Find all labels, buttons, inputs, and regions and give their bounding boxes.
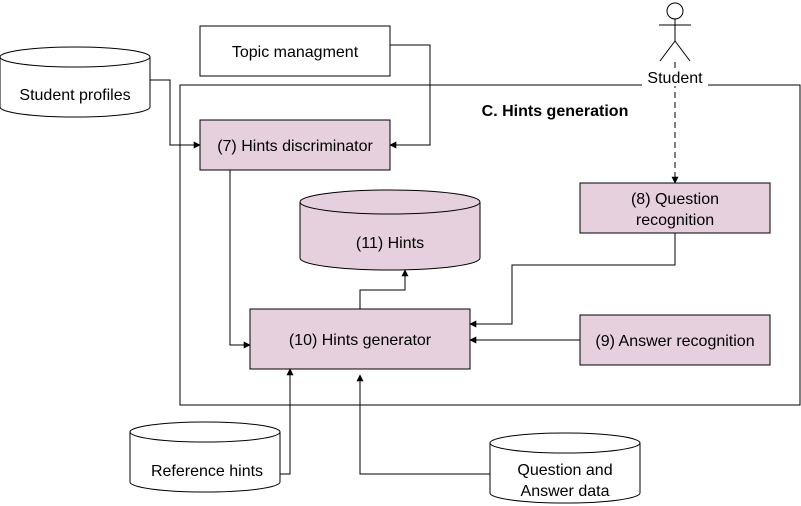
- hints-database: (11) Hints: [299, 189, 481, 271]
- student-actor-icon: [659, 2, 691, 62]
- qa-data-label-line1: Question and: [517, 462, 612, 479]
- edge-student-profiles-to-discriminator: [150, 79, 201, 149]
- answer-recognition-label: (9) Answer recognition: [595, 333, 754, 350]
- reference-hints-label: Reference hints: [151, 463, 263, 480]
- edge-discriminator-to-generator: [229, 170, 251, 349]
- reference-hints-database: Reference hints: [129, 421, 281, 493]
- hints-discriminator-label: (7) Hints discriminator: [217, 138, 373, 155]
- hints-database-label: (11) Hints: [356, 235, 424, 252]
- topic-managment-label: Topic managment: [232, 44, 359, 61]
- student-profiles-label: Student profiles: [19, 87, 130, 104]
- section-title: C. Hints generation: [482, 103, 629, 120]
- hints-generator-box: (10) Hints generator: [249, 308, 471, 370]
- edge-reference-hints-to-generator: [280, 368, 294, 475]
- edge-qa-data-to-generator: [356, 374, 490, 475]
- edge-generator-to-hints: [359, 269, 409, 309]
- edge-question-recognition-to-generator: [469, 233, 676, 328]
- section-container: [179, 84, 801, 406]
- qa-data-label-line2: Answer data: [521, 483, 610, 500]
- student-actor-label: Student: [647, 70, 703, 87]
- hints-discriminator-box: (7) Hints discriminator: [199, 119, 391, 171]
- hints-generator-label: (10) Hints generator: [289, 332, 432, 349]
- question-recognition-label-line2: recognition: [636, 212, 714, 229]
- question-recognition-label-line1: (8) Question: [631, 191, 719, 208]
- answer-recognition-box: (9) Answer recognition: [579, 314, 771, 366]
- question-recognition-box: (8) Question recognition: [579, 182, 771, 234]
- qa-data-database: Question and Answer data: [489, 432, 641, 504]
- edge-topic-to-discriminator: [389, 44, 431, 149]
- student-profiles-database: Student profiles: [0, 46, 151, 118]
- topic-managment-box: Topic managment: [199, 25, 391, 77]
